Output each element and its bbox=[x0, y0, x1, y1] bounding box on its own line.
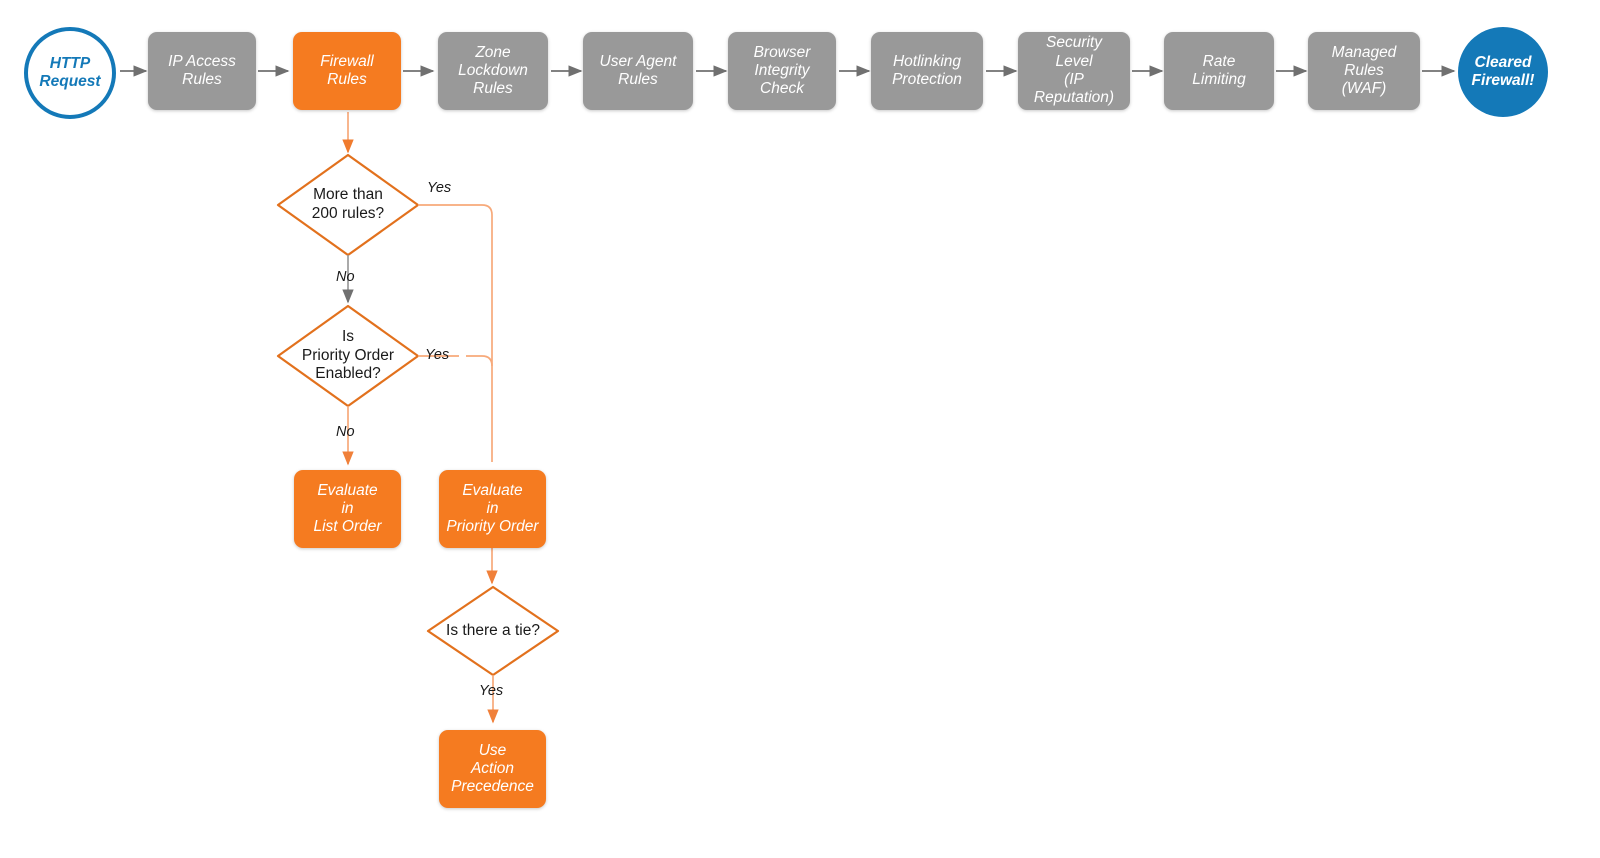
node-browser-integrity-check[interactable]: Browser Integrity Check bbox=[728, 32, 836, 110]
node-cleared-firewall[interactable]: Cleared Firewall! bbox=[1458, 27, 1548, 117]
diamond-is-priority-order-enabled bbox=[276, 304, 420, 408]
node-managed-rules-waf[interactable]: Managed Rules (WAF) bbox=[1308, 32, 1420, 110]
label-is-priority-order-enabled: Is Priority Order Enabled? bbox=[301, 328, 395, 383]
edge-rulecount-yes bbox=[418, 204, 493, 462]
node-hotlinking-protection[interactable]: Hotlinking Protection bbox=[871, 32, 983, 110]
edge-label-priority-yes: Yes bbox=[425, 347, 450, 363]
node-security-level[interactable]: Security Level (IP Reputation) bbox=[1018, 32, 1130, 110]
node-firewall-rules[interactable]: Firewall Rules bbox=[293, 32, 401, 110]
node-use-action-precedence[interactable]: Use Action Precedence bbox=[439, 730, 546, 808]
node-rate-limiting[interactable]: Rate Limiting bbox=[1164, 32, 1274, 110]
edge-label-priority-no: No bbox=[336, 424, 355, 440]
node-ip-access-rules[interactable]: IP Access Rules bbox=[148, 32, 256, 110]
node-evaluate-in-priority-order[interactable]: Evaluate in Priority Order bbox=[439, 470, 546, 548]
node-evaluate-in-list-order[interactable]: Evaluate in List Order bbox=[294, 470, 401, 548]
node-zone-lockdown-rules[interactable]: Zone Lockdown Rules bbox=[438, 32, 548, 110]
edge-label-rulecount-no: No bbox=[336, 269, 355, 285]
label-more-than-200-rules: More than 200 rules? bbox=[311, 186, 385, 222]
label-is-there-a-tie: Is there a tie? bbox=[446, 621, 540, 639]
node-http-request[interactable]: HTTP Request bbox=[24, 27, 116, 119]
node-user-agent-rules[interactable]: User Agent Rules bbox=[583, 32, 693, 110]
edge-label-tie-yes: Yes bbox=[479, 683, 504, 699]
diamond-more-than-200-rules bbox=[276, 153, 420, 257]
diamond-is-there-a-tie bbox=[426, 585, 560, 677]
edge-label-rulecount-yes: Yes bbox=[427, 180, 452, 196]
